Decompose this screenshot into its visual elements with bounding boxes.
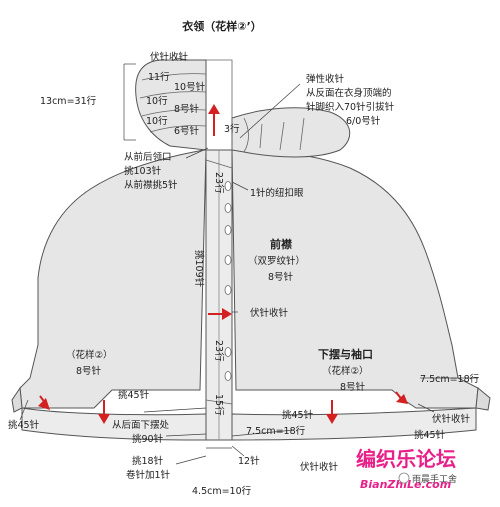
placket-rib: （双罗纹针） [248, 255, 305, 267]
elastic-2: 从反面在衣身顶端的 [306, 87, 392, 99]
collar-rows-3: 3行 [224, 123, 240, 135]
leader-lines [19, 57, 478, 465]
collar-rows-10b: 10行 [146, 115, 168, 127]
placket-rows-15: 15行 [213, 394, 225, 416]
collar-needle-6: 6号针 [174, 125, 200, 137]
placket-sts-12: 12针 [238, 455, 260, 467]
elastic-3: 针脚织入70针引拔针 [306, 101, 395, 113]
collar-right-flap [231, 107, 351, 158]
collar-bind-off: 伏针收针 [150, 51, 189, 63]
pickup-band: 从前襟挑5针 [124, 179, 178, 191]
pickup-neck-1: 从前后领口 [124, 151, 172, 163]
diagram-title: 衣领（花样②’） [182, 19, 262, 33]
placket-band [205, 149, 233, 441]
left-needle: 8号针 [76, 365, 102, 377]
placket-width-10rows: 4.5cm=10行 [192, 485, 252, 497]
placket-bind-off: 伏针收针 [250, 307, 289, 319]
placket-pickup-109: 挑109针 [193, 250, 205, 288]
watermark-url: BianZhiLe.com [360, 478, 451, 491]
pickup-neck-2: 挑103针 [124, 165, 162, 177]
arrow-cuff-left [38, 395, 50, 410]
button-4 [224, 255, 232, 265]
hem-band [21, 407, 477, 441]
placket-pickup-18: 挑18针 [132, 455, 164, 467]
elastic-1: 弹性收针 [306, 73, 345, 85]
left-from-back-2: 挑90针 [132, 433, 164, 445]
left-from-back-1: 从后面下摆处 [112, 419, 170, 431]
buttons [224, 181, 232, 381]
button-5 [224, 285, 232, 295]
watermark-badge: 雨晨手工舍 [398, 472, 457, 485]
right-bind-off: 伏针收针 [432, 413, 471, 425]
arrow-hem-right [326, 400, 338, 424]
collar-left-stack [135, 59, 207, 151]
watermark-cn: 编织乐论坛 [356, 447, 456, 471]
placket-cast-on-1: 卷针加1针 [126, 469, 171, 481]
watermark-badge-text: 雨晨手工舍 [412, 473, 457, 485]
arrow-placket-right [208, 308, 232, 320]
button-3 [224, 225, 232, 235]
buttonhole-label: 1针的纽扣眼 [250, 187, 304, 199]
right-pickup-45: 挑45针 [282, 409, 314, 421]
collar-needle-10: 10号针 [174, 81, 206, 93]
arrow-collar-up [208, 104, 220, 136]
left-pickup-45-cuff: 挑45针 [8, 419, 40, 431]
arrow-hem-left [98, 400, 110, 424]
placket-title: 前襟 [270, 237, 292, 251]
collar-rows-11: 11行 [148, 71, 170, 83]
collar-needle-8: 8号针 [174, 103, 200, 115]
right-pickup-45-cuff: 挑45针 [414, 429, 446, 441]
elastic-4: 6/0号针 [346, 115, 381, 127]
right-cuff-len: 7.5cm=18行 [420, 373, 480, 385]
placket-rows-23-top: 23行 [213, 172, 225, 194]
left-front-body [19, 149, 207, 409]
placket-needle: 8号针 [268, 271, 294, 283]
labels: 衣领（花样②’） 伏针收针 13cm=31行 11行 10号针 10行 8号针 … [8, 19, 480, 497]
placket-stitch-marks [205, 159, 233, 405]
left-pickup-45: 挑45针 [118, 389, 150, 401]
placket-rows-23-mid: 23行 [213, 340, 225, 362]
button-7 [224, 371, 232, 381]
button-6 [224, 347, 232, 357]
direction-arrows [38, 104, 408, 424]
collar-height: 13cm=31行 [40, 95, 97, 107]
collar-rows-10a: 10行 [146, 95, 168, 107]
right-hem-len: 7.5cm=18行 [246, 425, 306, 437]
right-bind-off-hem: 伏针收针 [300, 461, 339, 473]
right-pattern: （花样②） [322, 365, 369, 377]
cuff-bands [11, 386, 491, 413]
collar-dividers [139, 59, 305, 153]
button-2 [224, 203, 232, 213]
right-needle: 8号针 [340, 381, 366, 393]
arrow-cuff-right [395, 391, 408, 404]
garment-outline [19, 59, 479, 409]
right-title: 下摆与袖口 [318, 347, 373, 361]
watermark: 编织乐论坛 BianZhiLe.com 雨晨手工舍 [356, 447, 457, 491]
button-1 [224, 181, 232, 191]
left-pattern: （花样②） [66, 349, 113, 361]
